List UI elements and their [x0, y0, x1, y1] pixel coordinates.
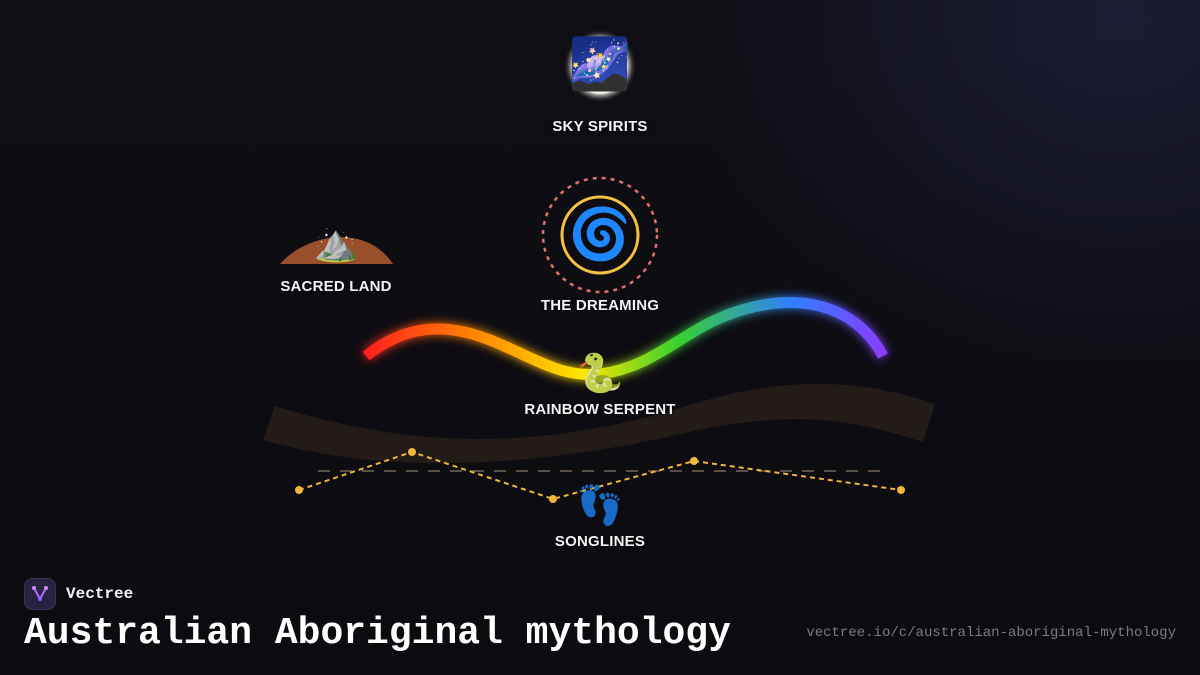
- rainbow-serpent-body: [362, 297, 888, 381]
- sacred-land-label: SACRED LAND: [280, 278, 392, 295]
- page-url[interactable]: vectree.io/c/australian-aboriginal-mytho…: [806, 625, 1176, 641]
- sky-spirits-disc: [572, 38, 628, 94]
- songline-waypoint: [549, 495, 557, 503]
- songline-waypoint: [690, 457, 698, 465]
- sacred-land-mound: [280, 237, 393, 264]
- cyclone-spiral-icon: 🌀: [568, 205, 632, 263]
- vectree-logo-icon: [24, 578, 56, 610]
- rainbow-serpent-label: RAINBOW SERPENT: [524, 401, 676, 418]
- brand-name: Vectree: [66, 585, 134, 603]
- dreaming-inner-ring: [560, 195, 640, 275]
- milky-way-icon: 🌌: [568, 35, 632, 93]
- songlines-label: SONGLINES: [554, 533, 646, 550]
- page-title: Australian Aboriginal mythology: [24, 612, 731, 655]
- earth-band: [263, 383, 935, 464]
- the-dreaming-label: THE DREAMING: [540, 297, 660, 314]
- snake-icon: 🐍: [576, 351, 624, 395]
- sky-spirits-label: SKY SPIRITS: [552, 118, 648, 135]
- songline-waypoint: [897, 486, 905, 494]
- footprints-icon: 👣: [576, 483, 624, 527]
- dreaming-dashed-ring: [541, 176, 659, 294]
- songline-waypoint: [295, 486, 303, 494]
- brand[interactable]: Vectree: [24, 577, 133, 611]
- songline-waypoint: [408, 448, 416, 456]
- mountain-icon: ⛰️: [313, 223, 359, 264]
